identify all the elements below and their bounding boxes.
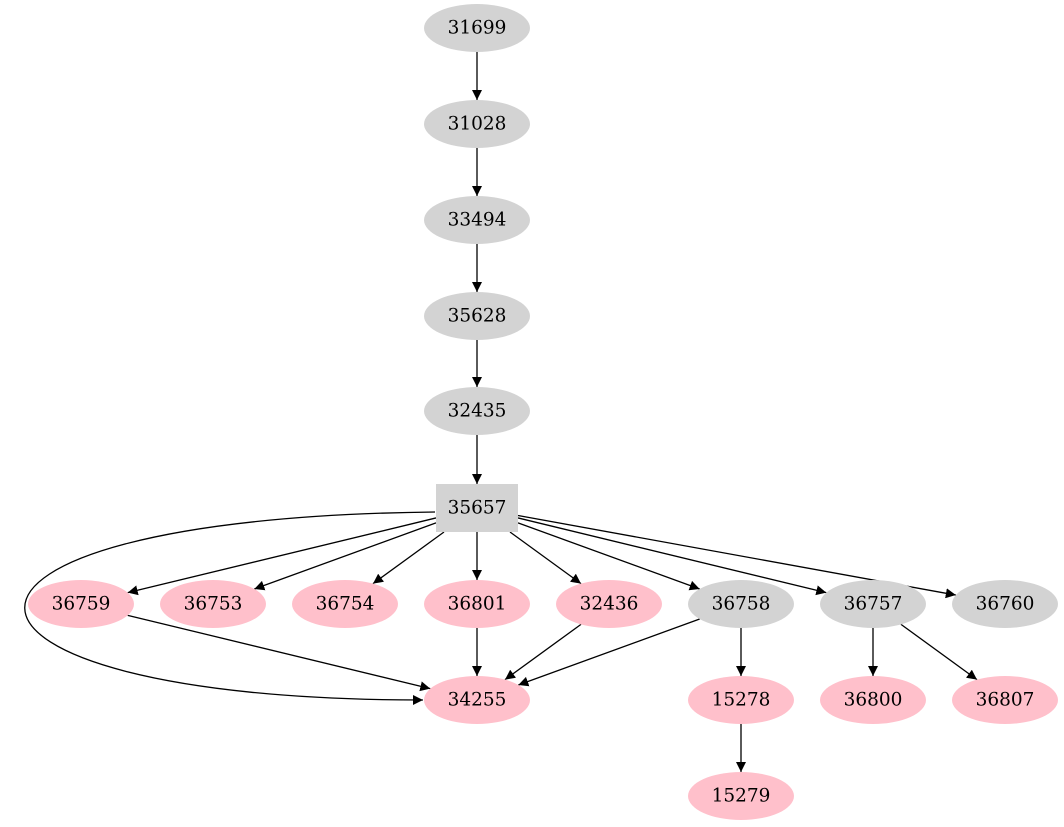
node-ellipse-shape (424, 4, 530, 52)
edge-35657-to-36753 (254, 522, 437, 591)
node-ellipse-shape (688, 676, 794, 724)
node-ellipse-shape (28, 580, 134, 628)
node-32435[interactable]: 32435 (424, 387, 530, 435)
edge-35657-to-32436 (509, 531, 582, 585)
node-ellipse-shape (160, 580, 266, 628)
node-label: 32435 (448, 401, 507, 422)
node-ellipse-shape (424, 196, 530, 244)
edge-35657-to-36759 (127, 517, 437, 596)
node-label: 33494 (448, 210, 507, 231)
node-36759[interactable]: 36759 (28, 580, 134, 628)
node-ellipse-shape (820, 676, 926, 724)
node-label: 34255 (448, 690, 507, 711)
node-label: 31028 (448, 114, 507, 135)
node-label: 36800 (844, 690, 903, 711)
edge-35657-to-36757 (517, 517, 827, 596)
node-box-shape (436, 484, 518, 532)
node-ellipse-shape (292, 580, 398, 628)
edge-35657-to-36754 (372, 531, 445, 585)
node-ellipse-shape (424, 580, 530, 628)
node-33494[interactable]: 33494 (424, 196, 530, 244)
node-ellipse-shape (424, 676, 530, 724)
node-ellipse-shape (820, 580, 926, 628)
node-36760[interactable]: 36760 (952, 580, 1058, 628)
node-label: 32436 (580, 594, 639, 615)
node-36801[interactable]: 36801 (424, 580, 530, 628)
node-ellipse-shape (952, 676, 1058, 724)
node-label: 31699 (448, 18, 507, 39)
node-ellipse-shape (688, 772, 794, 820)
node-ellipse-shape (424, 292, 530, 340)
node-label: 36801 (448, 594, 507, 615)
node-36758[interactable]: 36758 (688, 580, 794, 628)
node-label: 36753 (184, 594, 243, 615)
node-34255[interactable]: 34255 (424, 676, 530, 724)
node-35628[interactable]: 35628 (424, 292, 530, 340)
node-15278[interactable]: 15278 (688, 676, 794, 724)
node-label: 36760 (976, 594, 1035, 615)
node-35657[interactable]: 35657 (436, 484, 518, 532)
node-36754[interactable]: 36754 (292, 580, 398, 628)
edge-32436-to-34255 (504, 623, 582, 681)
node-ellipse-shape (424, 387, 530, 435)
node-31028[interactable]: 31028 (424, 100, 530, 148)
node-36807[interactable]: 36807 (952, 676, 1058, 724)
node-label: 35628 (448, 306, 507, 327)
node-ellipse-shape (688, 580, 794, 628)
node-label: 36757 (844, 594, 903, 615)
node-label: 15278 (712, 690, 771, 711)
node-ellipse-shape (952, 580, 1058, 628)
node-label: 36759 (52, 594, 111, 615)
node-label: 36754 (316, 594, 375, 615)
edge-36758-to-34255 (518, 618, 700, 687)
nodes-layer: 31699 31028 33494 35628 32435 35657 36759 36753… (28, 4, 1058, 820)
node-ellipse-shape (424, 100, 530, 148)
node-label: 36758 (712, 594, 771, 615)
node-36800[interactable]: 36800 (820, 676, 926, 724)
edge-36759-to-34255 (127, 614, 431, 692)
node-ellipse-shape (556, 580, 662, 628)
node-label: 15279 (712, 786, 771, 807)
edge-35657-to-34255 (24, 511, 436, 705)
node-32436[interactable]: 32436 (556, 580, 662, 628)
edge-35657-to-36758 (517, 522, 700, 591)
node-label: 35657 (448, 498, 507, 519)
node-label: 36807 (976, 690, 1035, 711)
node-15279[interactable]: 15279 (688, 772, 794, 820)
node-36757[interactable]: 36757 (820, 580, 926, 628)
node-36753[interactable]: 36753 (160, 580, 266, 628)
node-31699[interactable]: 31699 (424, 4, 530, 52)
edge-36757-to-36807 (900, 623, 978, 681)
